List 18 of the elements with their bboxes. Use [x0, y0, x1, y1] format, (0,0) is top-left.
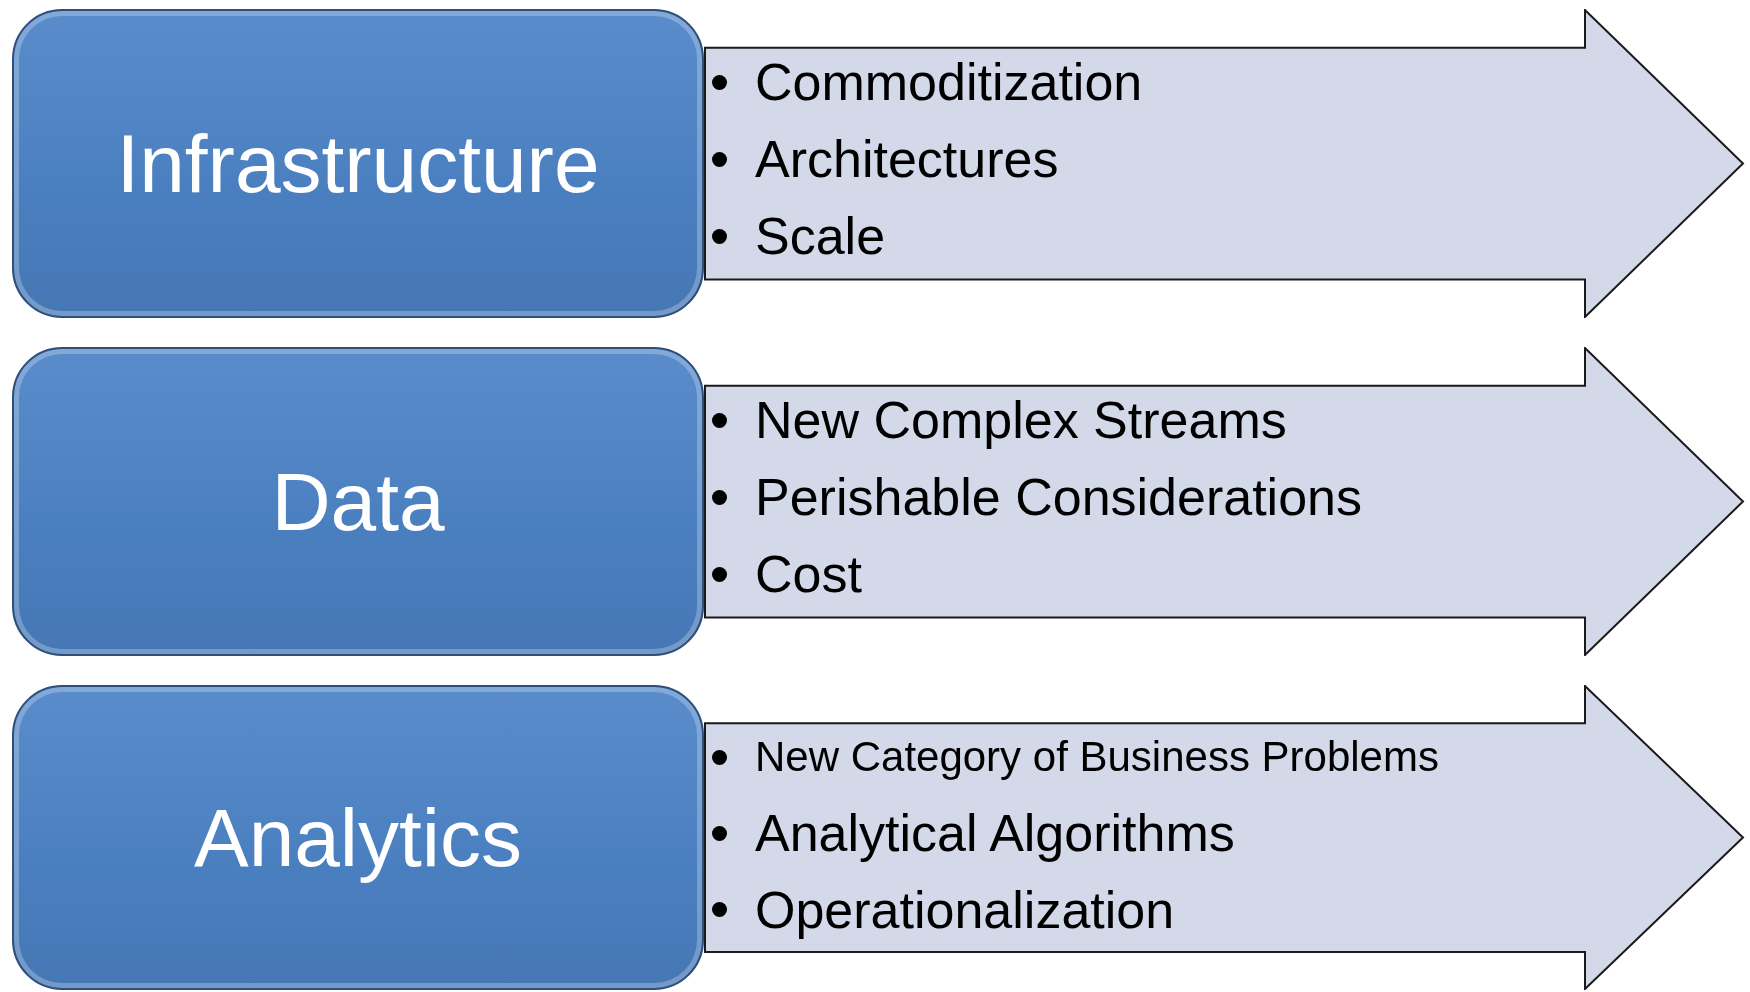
box-title: Analytics [193, 790, 523, 885]
box-title: Infrastructure [116, 116, 600, 211]
arrow-shape [704, 685, 1745, 990]
bullet-text: New Complex Streams [755, 389, 1287, 451]
bullet-text: Scale [755, 206, 886, 268]
bullet-text: Perishable Considerations [755, 466, 1362, 528]
category-box [12, 9, 704, 318]
bullet-text: Analytical Algorithms [755, 803, 1235, 865]
bullet-text: Commoditization [755, 51, 1143, 113]
category-box [12, 685, 704, 990]
box-title: Data [271, 454, 445, 549]
arrow-shape [704, 9, 1745, 318]
arrow-shape [704, 347, 1745, 656]
bullet-text: Cost [755, 544, 862, 606]
bullet-text: Operationalization [755, 879, 1175, 941]
bullet-text: Architectures [755, 128, 1059, 190]
bullet-text: New Category of Business Problems [755, 732, 1439, 783]
category-box [12, 347, 704, 656]
